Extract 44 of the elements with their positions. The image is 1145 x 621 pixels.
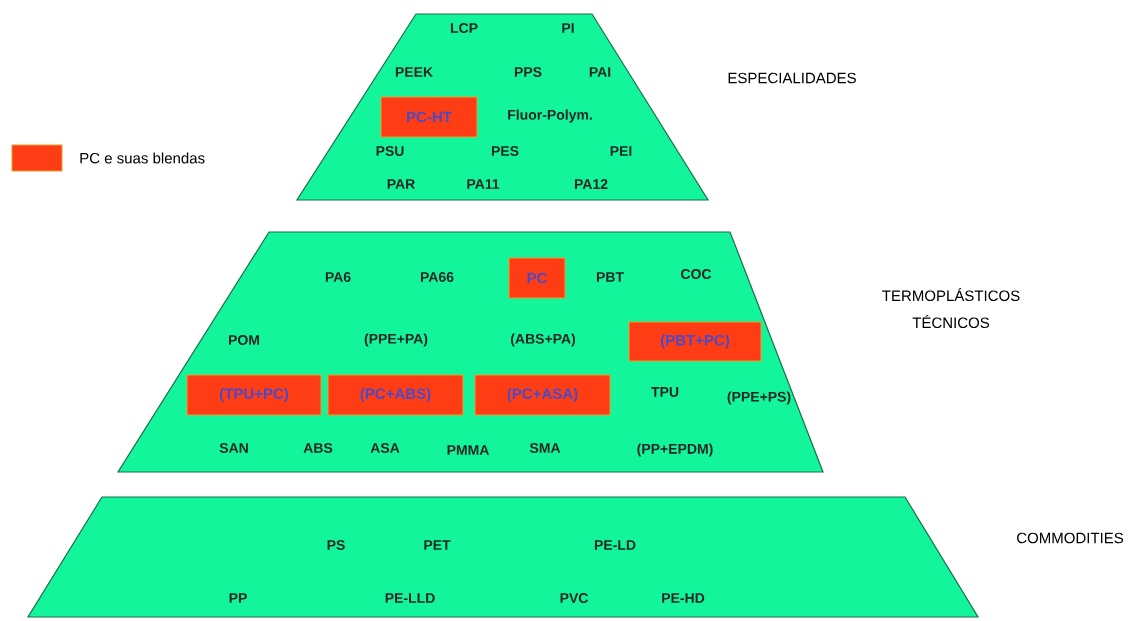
polymer-name: (PP+EPDM) bbox=[637, 443, 713, 457]
polymer-name: (ABS+PA) bbox=[510, 333, 576, 347]
polymer-name: TPU bbox=[651, 387, 679, 397]
polymer-name: PBT bbox=[596, 272, 624, 282]
polymer-name: PAI bbox=[589, 67, 611, 77]
tier-label: ESPECIALIDADES bbox=[728, 72, 856, 84]
polymer-name: PET bbox=[424, 540, 451, 550]
polymer-name: PS bbox=[327, 540, 345, 550]
polymer-name: ABS bbox=[303, 443, 333, 453]
polymer-name: LCP bbox=[450, 23, 478, 33]
polymer-name: PVC bbox=[560, 593, 588, 603]
polymer-name: PI bbox=[562, 23, 574, 33]
polymer-name: PA6 bbox=[325, 272, 351, 282]
polymer-name: POM bbox=[229, 335, 259, 345]
polymer-name: PA11 bbox=[467, 179, 500, 189]
highlight-box: PC bbox=[508, 257, 566, 299]
polymer-name: PP bbox=[229, 593, 247, 603]
polymer-name: PE-LLD bbox=[385, 593, 435, 603]
polymer-name: PE-LD bbox=[594, 540, 636, 550]
highlight-box: PC-HT bbox=[380, 96, 478, 138]
highlight-box: (TPU+PC) bbox=[186, 374, 322, 416]
polymer-name: PSU bbox=[376, 146, 404, 156]
polymer-name: SMA bbox=[529, 443, 561, 453]
legend-label: PC e suas blendas bbox=[80, 152, 205, 164]
polymer-name: PMMA bbox=[447, 445, 489, 455]
polymer-name: PA12 bbox=[574, 179, 608, 189]
polymer-name: PEI bbox=[610, 146, 632, 156]
polymer-name: (PPE+PA) bbox=[364, 333, 428, 347]
polymer-name: PPS bbox=[514, 67, 542, 77]
polymer-name: Fluor-Polym. bbox=[508, 109, 592, 123]
highlight-box: (PBT+PC) bbox=[628, 321, 762, 362]
highlight-box: (PC+ASA) bbox=[474, 374, 611, 416]
polymer-name: PEEK bbox=[395, 67, 433, 77]
polymer-name: PA66 bbox=[420, 272, 454, 282]
polymer-name: PE-HD bbox=[662, 593, 705, 603]
highlight-box: (PC+ABS) bbox=[327, 374, 464, 416]
polymer-name: PAR bbox=[387, 179, 415, 189]
polymer-name: ASA bbox=[370, 443, 400, 453]
tier-label: COMMODITIES bbox=[1017, 532, 1124, 544]
polymer-name: PES bbox=[491, 146, 519, 156]
polymer-name: SAN bbox=[219, 443, 248, 453]
polymer-name: (PPE+PS) bbox=[727, 391, 791, 405]
polymer-name: COC bbox=[681, 269, 712, 279]
tier-label: TERMOPLÁSTICOS TÉCNICOS bbox=[882, 287, 1020, 329]
